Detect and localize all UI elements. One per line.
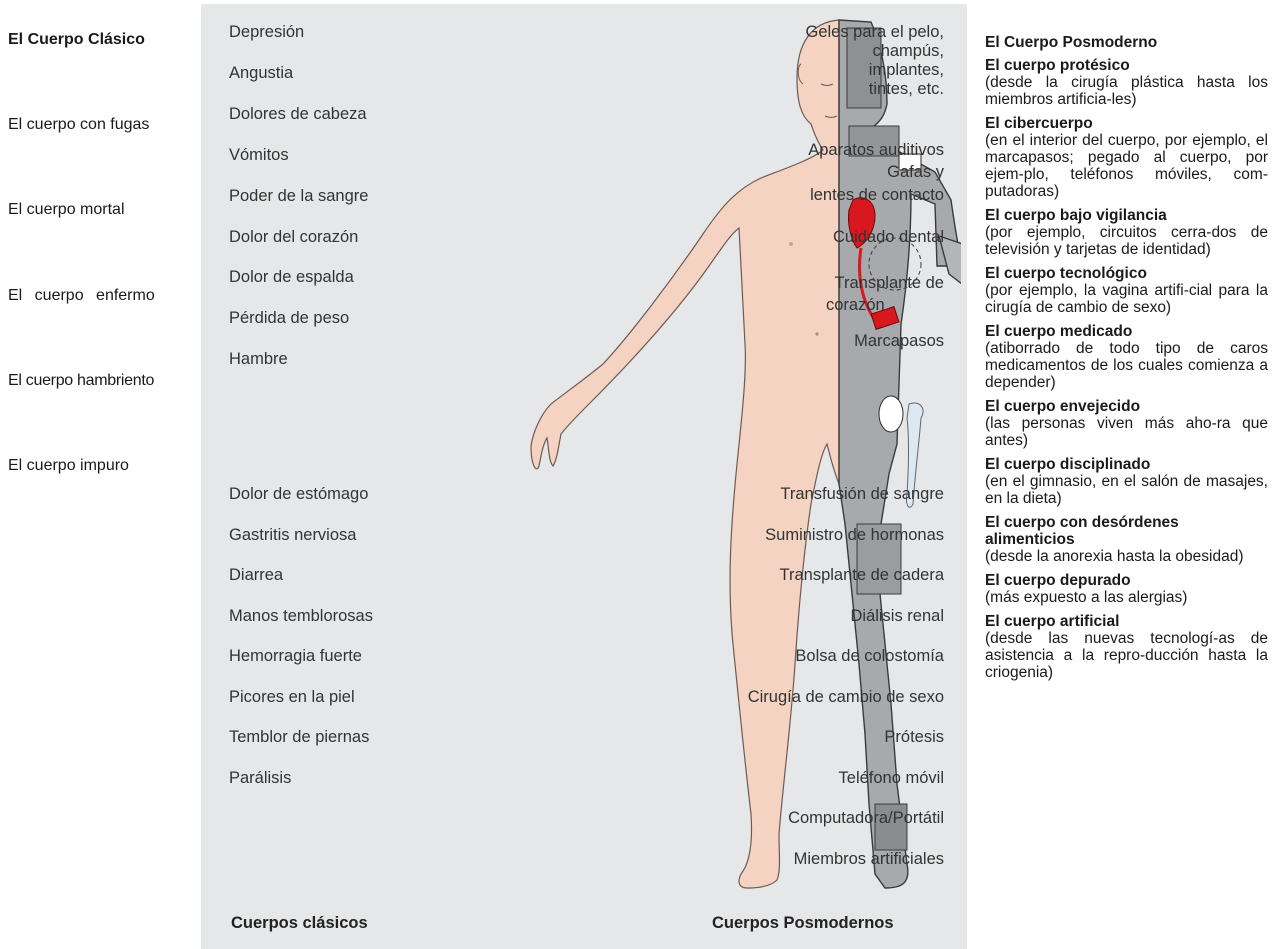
symptom-item: Parálisis: [229, 769, 291, 788]
entry-description: (por ejemplo, la vagina artifi-cial para…: [985, 282, 1268, 316]
entry-description: (las personas viven más aho-ra que antes…: [985, 415, 1268, 449]
entry-title: El cuerpo con desórdenes alimenticios: [985, 514, 1268, 548]
postmodern-item-line: Cuidado dental: [833, 228, 944, 247]
entry-description: (atiborrado de todo tipo de caros medica…: [985, 340, 1268, 391]
postmodern-entry: El cuerpo envejecido(las personas viven …: [985, 398, 1268, 449]
postmodern-entry: El cuerpo tecnológico(por ejemplo, la va…: [985, 265, 1268, 316]
symptom-item: Dolores de cabeza: [229, 105, 367, 124]
postmodern-item-line: implantes,: [869, 61, 944, 80]
entry-description: (desde la anorexia hasta la obesidad): [985, 548, 1268, 565]
classic-bodies-caption: Cuerpos clásicos: [231, 914, 368, 933]
symptom-item: Vómitos: [229, 146, 289, 165]
postmodern-body-title: El Cuerpo Posmoderno: [985, 34, 1268, 51]
symptom-item: Dolor del corazón: [229, 228, 358, 247]
postmodern-item: Teléfono móvil: [839, 769, 944, 788]
colostomy-bag-shape: [879, 396, 903, 432]
postmodern-item-line: tintes, etc.: [869, 80, 944, 99]
postmodern-item-line: champús,: [872, 42, 944, 61]
postmodern-entry: El cuerpo protésico(desde la cirugía plá…: [985, 57, 1268, 108]
symptom-item: Pérdida de peso: [229, 309, 349, 328]
entry-description: (en el interior del cuerpo, por ejemplo,…: [985, 132, 1268, 200]
postmodern-entry: El cuerpo disciplinado(en el gimnasio, e…: [985, 456, 1268, 507]
symptom-item: Dolor de espalda: [229, 268, 354, 287]
entry-title: El cuerpo bajo vigilancia: [985, 207, 1268, 224]
body-diagram-panel: Depresión Angustia Dolores de cabeza Vóm…: [201, 4, 967, 949]
postmodern-item-line: lentes de contacto: [810, 186, 944, 205]
entry-description: (en el gimnasio, en el salón de masajes,…: [985, 473, 1268, 507]
postmodern-item: Transfusión de sangre: [780, 485, 944, 504]
symptom-item: Temblor de piernas: [229, 728, 369, 747]
entry-title: El cuerpo envejecido: [985, 398, 1268, 415]
symptom-item: Angustia: [229, 64, 293, 83]
postmodern-entry: El cuerpo medicado(atiborrado de todo ti…: [985, 323, 1268, 391]
postmodern-item: Transplante de cadera: [780, 566, 945, 585]
entry-title: El cuerpo artificial: [985, 613, 1268, 630]
postmodern-body-column: El Cuerpo Posmoderno El cuerpo protésico…: [985, 34, 1268, 688]
entry-description: (desde la cirugía plástica hasta los mie…: [985, 74, 1268, 108]
postmodern-item: Cirugía de cambio de sexo: [748, 688, 944, 707]
symptom-item: Hemorragia fuerte: [229, 647, 362, 666]
postmodern-entry: El cuerpo con desórdenes alimenticios(de…: [985, 514, 1268, 565]
entry-title: El cuerpo medicado: [985, 323, 1268, 340]
postmodern-item: Bolsa de colostomía: [795, 647, 944, 666]
postmodern-entry: El cibercuerpo(en el interior del cuerpo…: [985, 115, 1268, 200]
entry-title: El cuerpo tecnológico: [985, 265, 1268, 282]
postmodern-entry: El cuerpo depurado(más expuesto a las al…: [985, 572, 1268, 606]
entry-title: El cuerpo disciplinado: [985, 456, 1268, 473]
entry-description: (más expuesto a las alergias): [985, 589, 1268, 606]
postmodern-bottom-list: Transfusión de sangre Suministro de horm…: [684, 485, 944, 865]
postmodern-item-line: Marcapasos: [854, 332, 944, 351]
symptom-item: Hambre: [229, 350, 288, 369]
classic-type-item: El cuerpo con fugas: [8, 116, 194, 134]
postmodern-item: Prótesis: [884, 728, 944, 747]
symptom-item: Poder de la sangre: [229, 187, 368, 206]
entry-title: El cibercuerpo: [985, 115, 1268, 132]
postmodern-top-list: Geles para el pelo, champús, implantes, …: [684, 23, 944, 383]
entry-description: (por ejemplo, circuitos cerra-dos de tel…: [985, 224, 1268, 258]
postmodern-item-line: Transplante de: [835, 274, 944, 293]
symptom-item: Gastritis nerviosa: [229, 526, 356, 545]
classic-type-item: El cuerpo mortal: [8, 201, 194, 219]
classic-type-item: El cuerpo enfermo: [8, 287, 194, 305]
symptom-item: Depresión: [229, 23, 304, 42]
postmodern-item: Diálisis renal: [850, 607, 944, 626]
postmodern-item-line: Geles para el pelo,: [805, 23, 944, 42]
postmodern-item-line: corazón: [826, 296, 885, 315]
symptom-item: Manos temblorosas: [229, 607, 373, 626]
classic-type-item: El cuerpo impuro: [8, 457, 194, 475]
symptom-item: Picores en la piel: [229, 688, 355, 707]
classic-type-item: El cuerpo hambriento: [8, 372, 194, 390]
postmodern-item-line: Gafas y: [887, 163, 944, 182]
postmodern-item: Suministro de hormonas: [765, 526, 944, 545]
postmodern-entry: El cuerpo bajo vigilancia(por ejemplo, c…: [985, 207, 1268, 258]
classic-body-title: El Cuerpo Clásico: [8, 31, 194, 49]
entry-title: El cuerpo protésico: [985, 57, 1268, 74]
postmodern-item: Computadora/Portátil: [788, 809, 944, 828]
entry-description: (desde las nuevas tecnologí-as de asiste…: [985, 630, 1268, 681]
symptom-item: Diarrea: [229, 566, 283, 585]
postmodern-item-line: Aparatos auditivos: [808, 141, 944, 160]
entry-title: El cuerpo depurado: [985, 572, 1268, 589]
symptom-item: Dolor de estómago: [229, 485, 368, 504]
postmodern-bodies-caption: Cuerpos Posmodernos: [712, 914, 894, 933]
postmodern-entry: El cuerpo artificial(desde las nuevas te…: [985, 613, 1268, 681]
postmodern-item: Miembros artificiales: [794, 850, 944, 869]
